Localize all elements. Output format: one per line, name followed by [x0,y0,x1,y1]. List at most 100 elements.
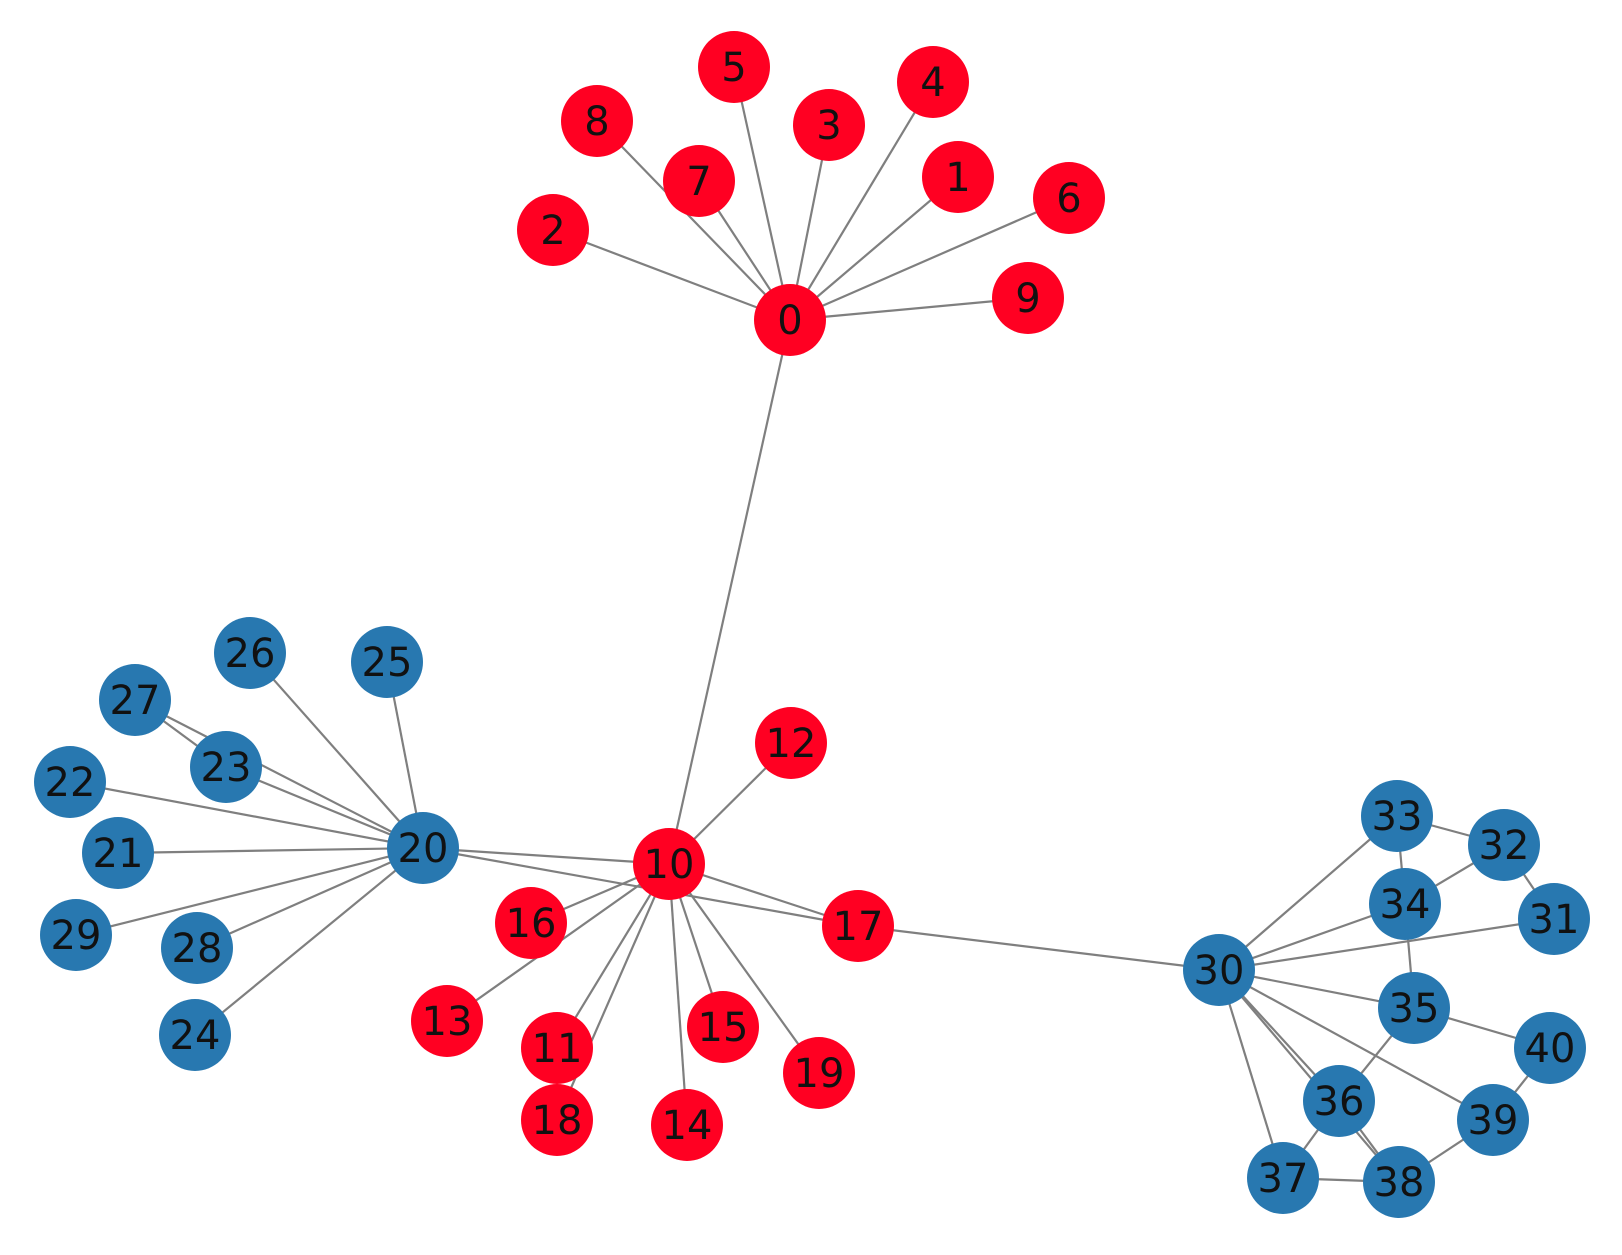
node-13: 13 [411,985,483,1057]
node-26: 26 [214,617,286,689]
node-11: 11 [521,1012,593,1084]
node-22: 22 [34,746,106,818]
node-circle [521,1012,593,1084]
node-circle [1518,883,1590,955]
node-38: 38 [1363,1146,1435,1218]
node-label: 27 [110,678,161,724]
node-label: 20 [398,826,449,872]
node-16: 16 [495,887,567,959]
node-14: 14 [651,1089,723,1161]
node-6: 6 [1033,162,1105,234]
node-circle [1363,1146,1435,1218]
node-label: 9 [1015,276,1040,322]
node-label: 3 [816,103,841,149]
edge-30-31 [1218,917,1555,972]
node-circle [1378,972,1450,1044]
node-label: 12 [766,721,817,767]
node-35: 35 [1378,972,1450,1044]
node-33: 33 [1361,780,1433,852]
node-3: 3 [793,89,865,161]
edge-20-21 [117,846,424,855]
node-circle [495,887,567,959]
node-7: 7 [663,145,735,217]
node-circle [1303,1065,1375,1137]
node-circle [1457,1084,1529,1156]
node-circle [793,89,865,161]
node-19: 19 [783,1037,855,1109]
edge-20-22 [69,780,424,850]
edge-10-14 [667,863,689,1126]
edge-30-38 [1218,969,1400,1183]
edge-0-8 [596,120,791,321]
node-circle [1468,809,1540,881]
node-29: 29 [40,899,112,971]
node-label: 35 [1389,986,1440,1032]
node-25: 25 [351,626,423,698]
node-27: 27 [99,664,171,736]
node-label: 34 [1380,882,1431,928]
node-circle [897,46,969,118]
node-34: 34 [1369,868,1441,940]
node-circle [99,664,171,736]
node-label: 38 [1374,1160,1425,1206]
node-label: 5 [721,45,746,91]
node-circle [34,746,106,818]
node-label: 14 [662,1103,713,1149]
edge-0-9 [789,296,1029,322]
node-label: 33 [1372,794,1423,840]
edge-0-2 [552,228,791,322]
node-circle [387,812,459,884]
node-label: 4 [920,60,945,106]
node-circle [159,999,231,1071]
node-label: 16 [506,901,557,947]
node-28: 28 [161,912,233,984]
node-label: 24 [170,1013,221,1059]
node-circle [1361,780,1433,852]
node-circle [822,890,894,962]
node-circle [755,707,827,779]
edge-20-24 [194,847,424,1036]
node-label: 10 [644,842,695,888]
node-circle [561,85,633,157]
node-circle [82,817,154,889]
node-9: 9 [992,262,1064,334]
node-circle [521,1084,593,1156]
node-circle [1514,1012,1586,1084]
node-label: 37 [1258,1156,1309,1202]
node-1: 1 [922,141,994,213]
edge-17-30 [857,924,1220,972]
node-label: 31 [1529,897,1580,943]
node-label: 7 [686,159,711,205]
node-circle [517,194,589,266]
node-39: 39 [1457,1084,1529,1156]
node-37: 37 [1247,1142,1319,1214]
node-label: 26 [225,631,276,677]
node-0: 0 [754,284,826,356]
graph-edges [69,66,1555,1184]
node-circle [1369,868,1441,940]
node-21: 21 [82,817,154,889]
node-label: 21 [93,831,144,877]
node-circle [663,145,735,217]
node-20: 20 [387,812,459,884]
node-label: 15 [698,1005,749,1051]
node-circle [40,899,112,971]
node-17: 17 [822,890,894,962]
node-label: 1 [945,155,970,201]
node-label: 13 [422,999,473,1045]
node-15: 15 [687,991,759,1063]
node-40: 40 [1514,1012,1586,1084]
node-circle [351,626,423,698]
node-circle [687,991,759,1063]
node-10: 10 [633,828,705,900]
node-32: 32 [1468,809,1540,881]
node-label: 23 [201,745,252,791]
node-2: 2 [517,194,589,266]
node-5: 5 [698,31,770,103]
node-18: 18 [521,1084,593,1156]
node-24: 24 [159,999,231,1071]
node-23: 23 [190,731,262,803]
node-4: 4 [897,46,969,118]
